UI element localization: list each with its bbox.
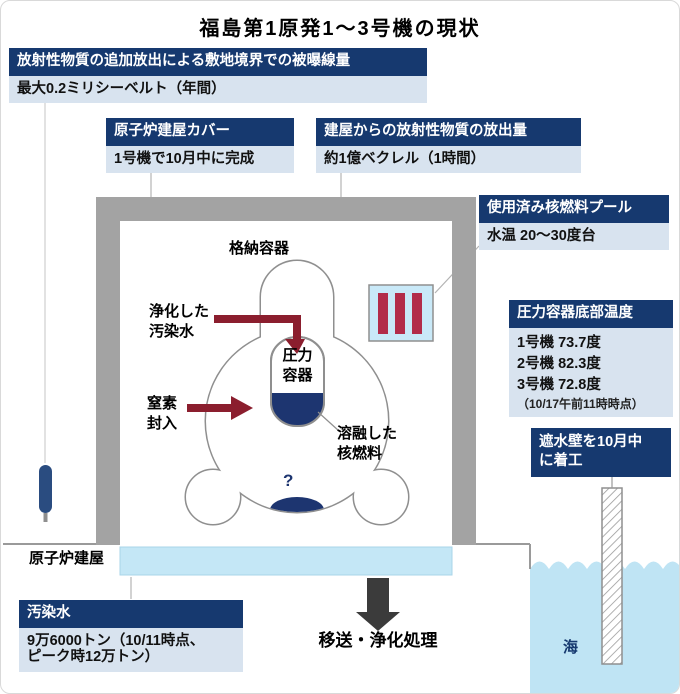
sea-wall-line1: 遮水壁を10月中 (539, 434, 643, 450)
label-nitrogen-2: 封入 (147, 415, 178, 432)
label-containment-vessel: 格納容器 (229, 240, 290, 257)
label-pressure-vessel-2: 容器 (282, 367, 313, 384)
nitrogen-arrow (187, 396, 253, 420)
pressure-vessel (270, 336, 325, 427)
callout-release-body: 約1億ベクレル（1時間） (316, 145, 581, 174)
callout-release-header: 建屋からの放射性物質の放出量 (316, 118, 581, 146)
callout-fuel-pool-body: 水温 20〜30度台 (479, 222, 669, 251)
temp-row-unit1: 1号機 73.7度 (517, 334, 601, 351)
monitoring-post (39, 465, 52, 522)
callout-contaminated-water: 汚染水 9万6000トン（10/11時点、 ピーク時12万トン） (19, 600, 243, 673)
callout-dose: 放射性物質の追加放出による敷地境界での被曝線量 最大0.2ミリシーベルト（年間） (9, 48, 427, 104)
callout-vessel-temp-body: 1号機 73.7度 2号機 82.3度 3号機 72.8度 （10/17午前11… (509, 327, 673, 418)
callout-building-cover-body: 1号機で10月中に完成 (106, 145, 294, 174)
ground-line (3, 543, 531, 569)
melted-fuel-leader (317, 411, 340, 432)
temp-row-unit3: 3号機 72.8度 (517, 376, 601, 393)
callout-building-cover: 原子炉建屋カバー 1号機で10月中に完成 (106, 118, 294, 174)
temp-note: （10/17午前11時時点） (517, 396, 644, 411)
contaminated-water-line1: 9万6000トン（10/11時点、 (27, 632, 205, 649)
callout-dose-body: 最大0.2ミリシーベルト（年間） (9, 75, 427, 104)
label-question-mark: ? (283, 471, 294, 490)
temp-row-unit2: 2号機 82.3度 (517, 355, 601, 372)
fuel-rods (378, 293, 422, 334)
callout-vessel-temp: 圧力容器底部温度 1号機 73.7度 2号機 82.3度 3号機 72.8度 （… (509, 300, 673, 418)
sea-wall-hatched (601, 487, 623, 665)
callout-vessel-temp-header: 圧力容器底部温度 (509, 300, 673, 328)
basement-water (119, 546, 453, 576)
melted-fuel-containment (270, 497, 324, 512)
callout-sea-wall: 遮水壁を10月中 に着工 (531, 428, 671, 477)
contaminated-water-header: 汚染水 (19, 600, 243, 628)
contaminated-water-body: 9万6000トン（10/11時点、 ピーク時12万トン） (19, 627, 243, 673)
label-pressure-vessel-1: 圧力 (282, 347, 313, 364)
contaminated-water-line2: ピーク時12万トン） (27, 649, 160, 666)
callout-fuel-pool: 使用済み核燃料プール 水温 20〜30度台 (479, 195, 669, 251)
label-reactor-building: 原子炉建屋 (29, 550, 105, 567)
label-transfer: 移送・浄化処理 (318, 631, 438, 650)
callout-fuel-pool-header: 使用済み核燃料プール (479, 195, 669, 223)
label-nitrogen-1: 窒素 (147, 395, 178, 412)
purified-water-arrow (214, 315, 305, 354)
label-sea: 海 (563, 639, 579, 656)
reactor-building-structure (96, 197, 476, 545)
label-melted-fuel-2: 核燃料 (337, 445, 383, 462)
callout-building-cover-header: 原子炉建屋カバー (106, 118, 294, 146)
callout-release: 建屋からの放射性物質の放出量 約1億ベクレル（1時間） (316, 118, 581, 174)
callout-dose-header: 放射性物質の追加放出による敷地境界での被曝線量 (9, 48, 427, 76)
transfer-arrow (356, 578, 400, 631)
label-purified-water-2: 汚染水 (149, 323, 195, 340)
label-purified-water-1: 浄化した (149, 303, 210, 320)
label-melted-fuel-1: 溶融した (337, 425, 398, 442)
page-title: 福島第1原発1〜3号機の現状 (199, 18, 481, 40)
spent-fuel-pool (368, 284, 434, 342)
sea-wall-line2: に着工 (539, 452, 583, 469)
